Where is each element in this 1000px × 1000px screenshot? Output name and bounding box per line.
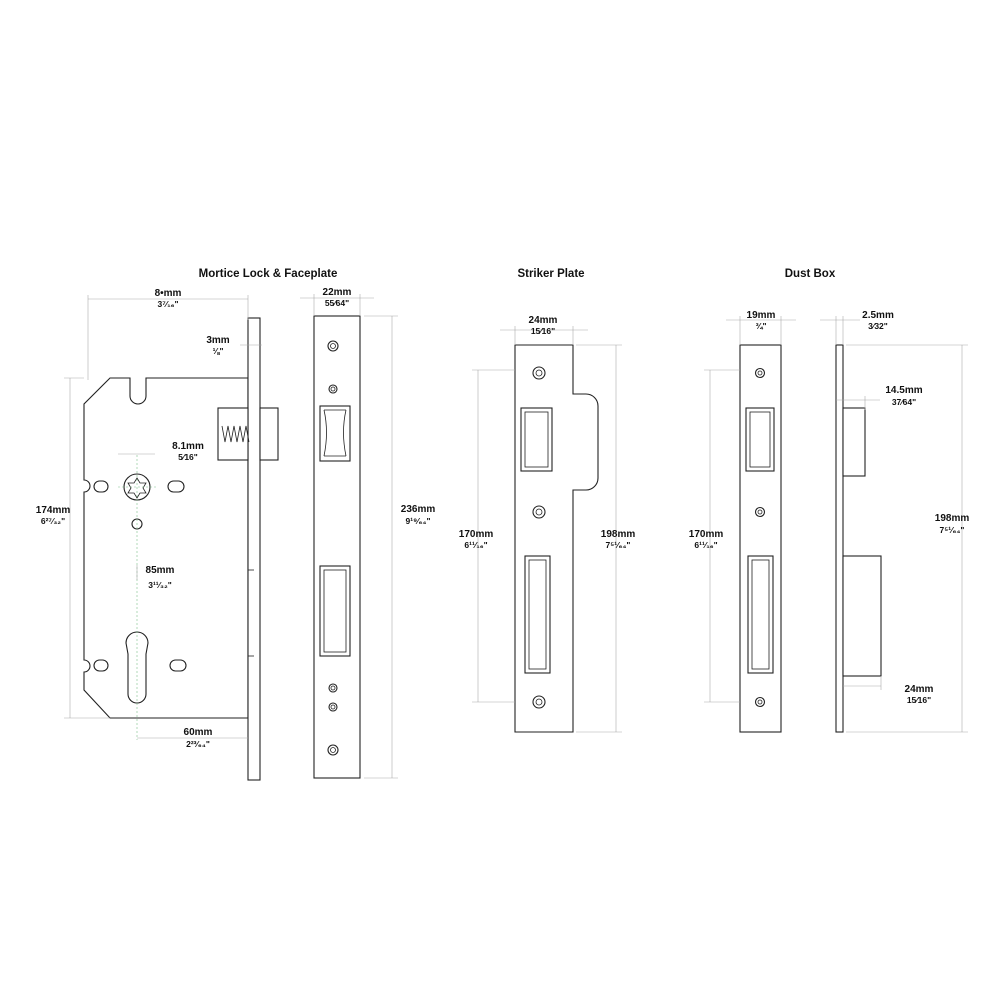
mortice-faceplate <box>313 315 361 779</box>
plate-thickness-mm: 3mm <box>206 335 229 346</box>
dustbox-height-mm: 198mm <box>935 513 970 524</box>
dustbox-plate <box>739 344 782 733</box>
spindle-mm: 8.1mm <box>172 441 204 452</box>
faceplate-height-inch: 9¹⁹⁄₆₄" <box>406 516 431 526</box>
striker-title: Striker Plate <box>517 268 584 280</box>
striker-width-inch: 15⁄16" <box>531 326 555 336</box>
dustbox-height-inch: 7⁵¹⁄₆₄" <box>940 525 965 535</box>
mortice-dimension-lines <box>64 294 398 779</box>
striker-dimension-lines <box>472 326 622 733</box>
cylinder-backset-inch: 2²³⁄₆₄" <box>186 739 210 749</box>
dustbox-box-depth-inch: 15⁄16" <box>907 695 931 705</box>
faceplate-height-mm: 236mm <box>401 504 436 515</box>
dustbox-thickness-inch: 3⁄32" <box>868 321 888 331</box>
dustbox-thickness-mm: 2.5mm <box>862 310 894 321</box>
striker-height-inch: 7⁵¹⁄₆₄" <box>606 540 631 550</box>
spindle-inch: 5⁄16" <box>178 452 198 462</box>
dustbox-width-mm: 19mm <box>747 310 776 321</box>
backset-inch: 3⁷⁄₁₆" <box>157 299 178 309</box>
plate-thickness-inch: ⅛" <box>212 346 223 356</box>
striker-width-mm: 24mm <box>529 315 558 326</box>
height-inch: 6²⁷⁄₃₂" <box>41 516 65 526</box>
mortice-title: Mortice Lock & Faceplate <box>199 268 338 280</box>
dustbox-inner-height-mm: 170mm <box>689 529 724 540</box>
dustbox-inner-height-inch: 6¹¹⁄₁₆" <box>694 540 717 550</box>
dustbox-width-inch: ¾" <box>755 321 766 331</box>
cylinder-backset-mm: 60mm <box>184 727 213 738</box>
dustbox-box-depth-mm: 24mm <box>905 684 934 695</box>
dustbox-depth-mm: 14.5mm <box>885 385 922 396</box>
dustbox-depth-inch: 37⁄64" <box>892 397 916 407</box>
striker-plate <box>514 344 599 733</box>
centres-inch: 3¹¹⁄₃₂" <box>148 580 172 590</box>
dustbox-side <box>835 344 882 733</box>
striker-inner-height-inch: 6¹¹⁄₁₆" <box>464 540 487 550</box>
lock-body <box>83 317 279 781</box>
striker-inner-height-mm: 170mm <box>459 529 494 540</box>
spring <box>221 425 250 443</box>
centres-mm: 85mm <box>146 565 175 576</box>
dustbox-title: Dust Box <box>785 268 836 280</box>
backset-mm: 8•mm <box>155 288 182 299</box>
faceplate-width-inch: 55⁄64" <box>325 298 349 308</box>
faceplate-width-mm: 22mm <box>323 287 352 298</box>
striker-height-mm: 198mm <box>601 529 636 540</box>
height-mm: 174mm <box>36 505 71 516</box>
dustbox-dimension-lines <box>704 316 968 733</box>
